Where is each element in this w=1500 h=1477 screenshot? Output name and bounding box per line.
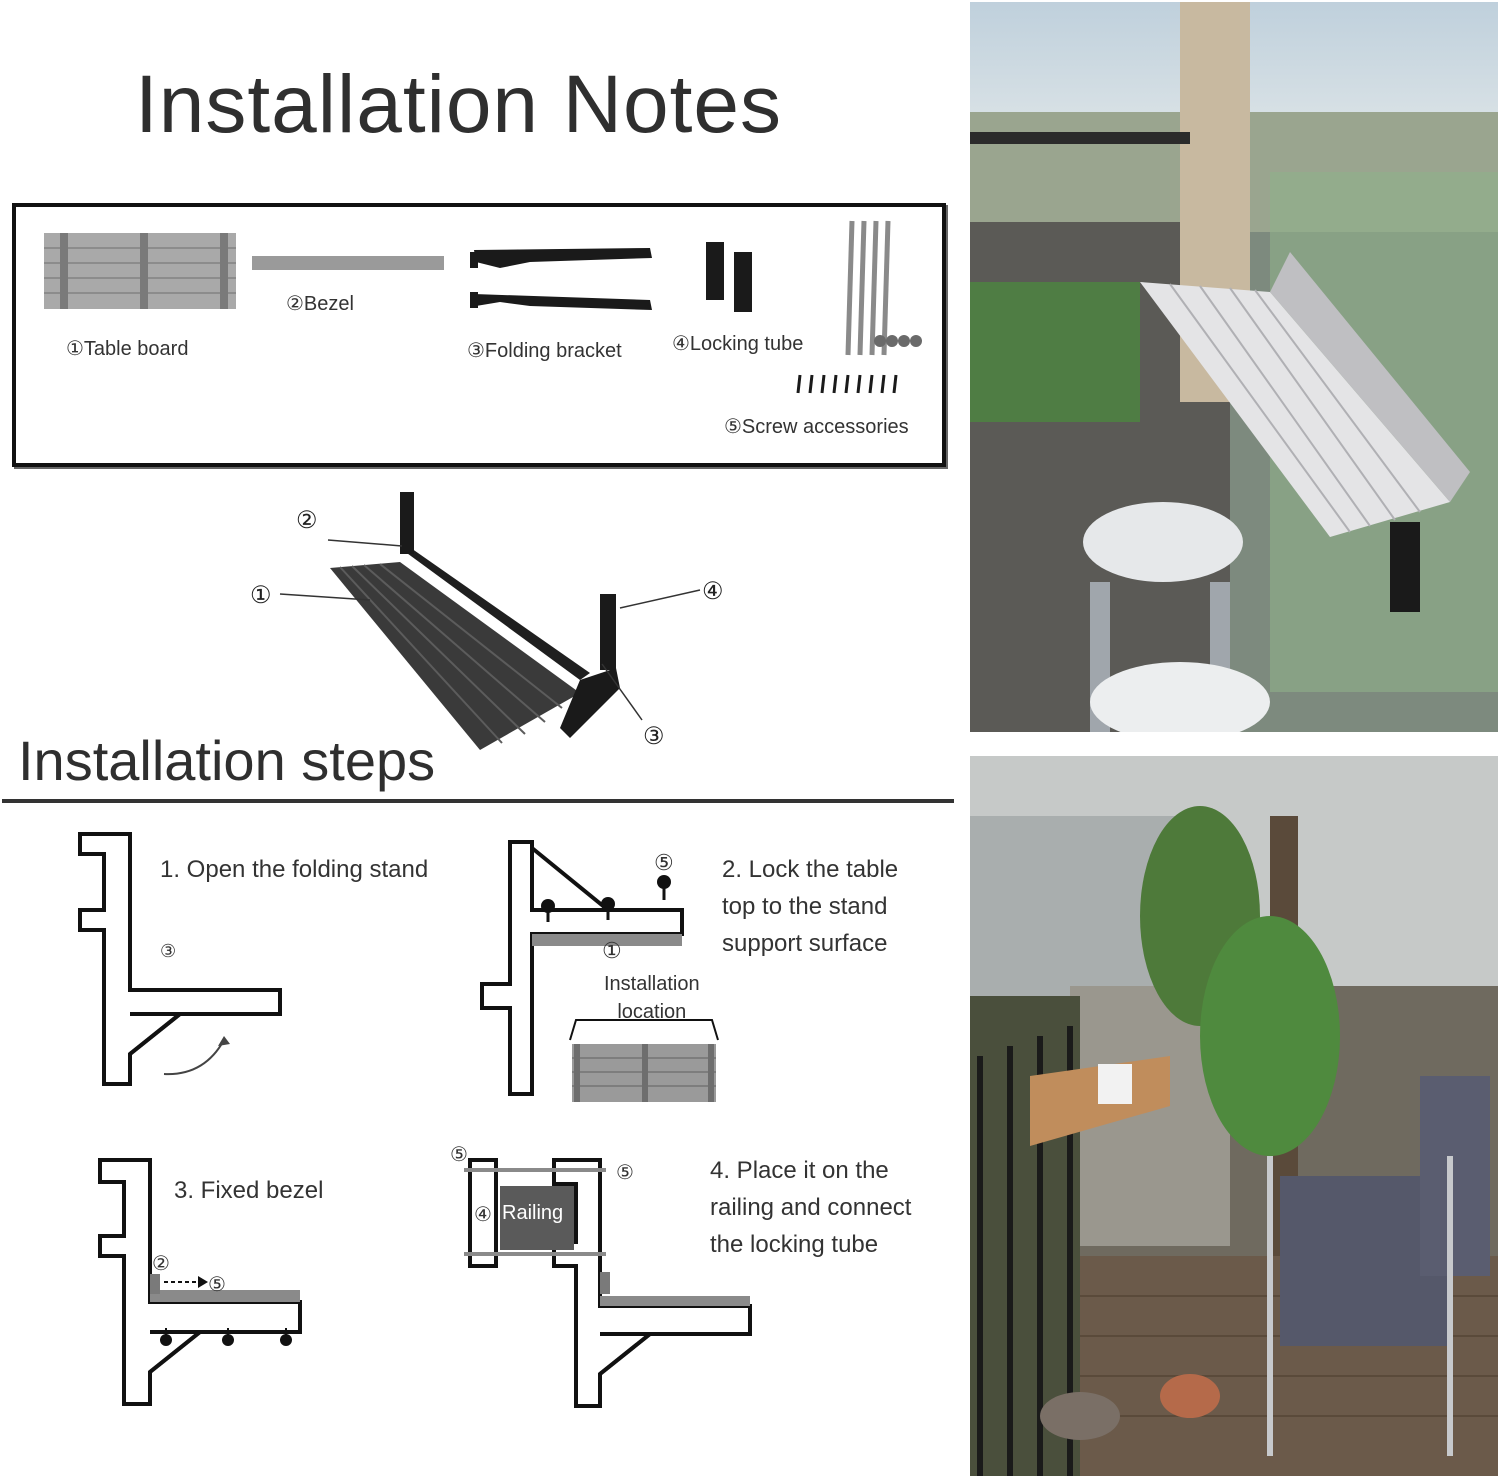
screw-accessories-image [796, 220, 922, 394]
step2-marker-board: ① [602, 938, 622, 963]
installation-location-label: Installation location [604, 970, 700, 1026]
step2-marker-screw: ⑤ [654, 850, 674, 875]
railing-label: Railing [502, 1202, 564, 1224]
step2-diagram [480, 840, 684, 1096]
part-label-screw-accessories: ⑤Screw accessories [724, 416, 909, 438]
callout-locking-tube: ④ [702, 578, 724, 605]
step3-diagram [98, 1158, 302, 1406]
divider-line [2, 799, 954, 803]
table-board-image [44, 233, 236, 309]
page-title: Installation Notes [135, 59, 783, 150]
step4-marker-locking-tube: ④ [474, 1204, 492, 1226]
locking-tube-image [706, 242, 752, 312]
callout-table-board: ① [250, 582, 272, 609]
step4-text: 4. Place it on the railing and connect t… [710, 1152, 911, 1263]
part-label-bezel: ②Bezel [286, 293, 354, 315]
part-label-folding-bracket: ③Folding bracket [467, 340, 622, 362]
installation-location-line2: location [617, 1001, 687, 1023]
part-label-table-board: ①Table board [66, 338, 189, 360]
step1-text: 1. Open the folding stand [160, 856, 429, 883]
step4-diagram [464, 1158, 752, 1408]
step2-line1: 2. Lock the table [722, 856, 899, 883]
step4-line2: railing and connect [710, 1194, 912, 1221]
assembled-table-diagram [279, 492, 701, 750]
step2-text: 2. Lock the table top to the stand suppo… [722, 851, 898, 962]
step1-diagram [78, 832, 282, 1086]
step4-line1: 4. Place it on the [710, 1157, 889, 1184]
folding-bracket-image [470, 248, 652, 310]
callout-bezel: ② [296, 507, 318, 534]
step1-marker: ③ [160, 941, 177, 961]
step3-marker-screw: ⑤ [208, 1274, 226, 1296]
balcony-photo-grey-table [970, 2, 1498, 732]
step2-line3: support surface [722, 930, 888, 957]
bezel-image [252, 256, 444, 270]
installation-location-board [569, 1019, 719, 1102]
steps-title: Installation steps [18, 729, 436, 792]
step4-marker-screw-left: ⑤ [450, 1144, 468, 1166]
step4-marker-screw-right: ⑤ [616, 1162, 634, 1184]
step3-text: 3. Fixed bezel [174, 1177, 324, 1204]
callout-folding-bracket: ③ [643, 723, 665, 750]
step4-line3: the locking tube [710, 1231, 879, 1258]
step3-marker-bezel: ② [152, 1253, 170, 1275]
step2-line2: top to the stand [722, 893, 888, 920]
balcony-photo-wood-table [970, 756, 1498, 1476]
part-label-locking-tube: ④Locking tube [672, 333, 804, 355]
installation-location-line1: Installation [604, 973, 700, 995]
